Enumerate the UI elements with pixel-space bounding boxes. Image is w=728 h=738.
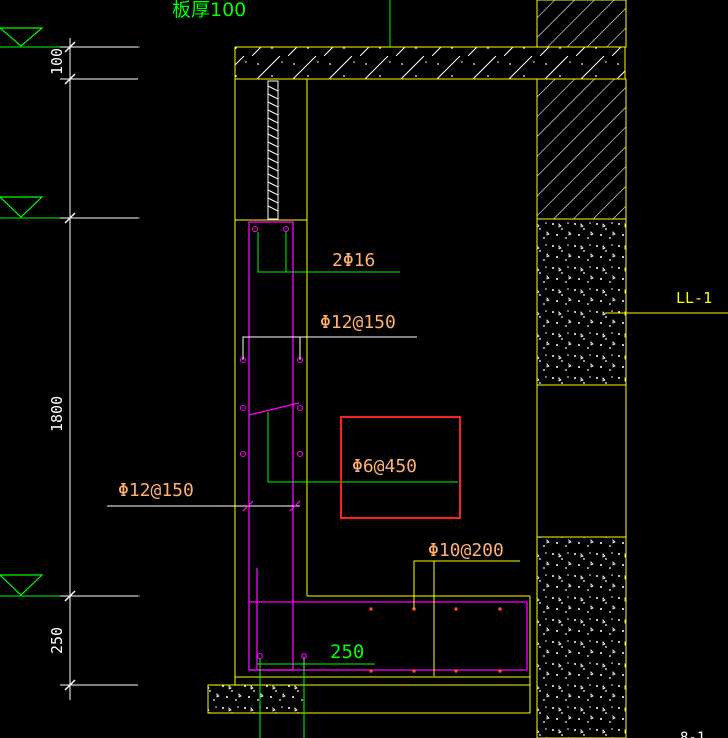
- corner-label: 8-1: [680, 730, 705, 738]
- label-footing-width: 250: [330, 641, 364, 663]
- vertical-dimension-line: [60, 38, 138, 700]
- rebar-dots: [240, 226, 307, 659]
- footing-base-right: [303, 684, 531, 714]
- right-wall-hatch: [536, 78, 627, 220]
- rebar-cage: [248, 221, 528, 671]
- footing-base: [207, 684, 305, 714]
- level-triangle-middle: [0, 196, 44, 218]
- dim-bottom-text: 250: [48, 627, 66, 654]
- level-triangle-bottom: [0, 574, 44, 596]
- label-base-bars: Φ10@200: [428, 540, 504, 561]
- wall-outline: [234, 79, 538, 738]
- section-label: LL-1: [676, 289, 712, 307]
- right-wall-lower: [536, 536, 627, 738]
- right-wall-opening: [536, 384, 627, 538]
- label-left-vertical: Φ12@150: [118, 480, 194, 501]
- anchor-rod: [267, 80, 279, 220]
- label-tie: Φ6@450: [352, 456, 417, 477]
- right-wall-beam: [536, 218, 627, 386]
- base-rebar-dots: [369, 607, 502, 673]
- right-wall-top-hatch: [536, 0, 627, 48]
- title-partial: 板厚100: [172, 0, 246, 21]
- dim-top-text: 100: [48, 48, 66, 75]
- dim-middle-text: 1800: [48, 396, 66, 432]
- highlight-box: [340, 416, 461, 519]
- label-right-vertical: Φ12@150: [320, 312, 396, 333]
- leaders: [107, 232, 520, 738]
- top-slab: [234, 46, 626, 80]
- label-top-bars: 2Φ16: [332, 250, 375, 271]
- level-triangle-top: [0, 27, 44, 47]
